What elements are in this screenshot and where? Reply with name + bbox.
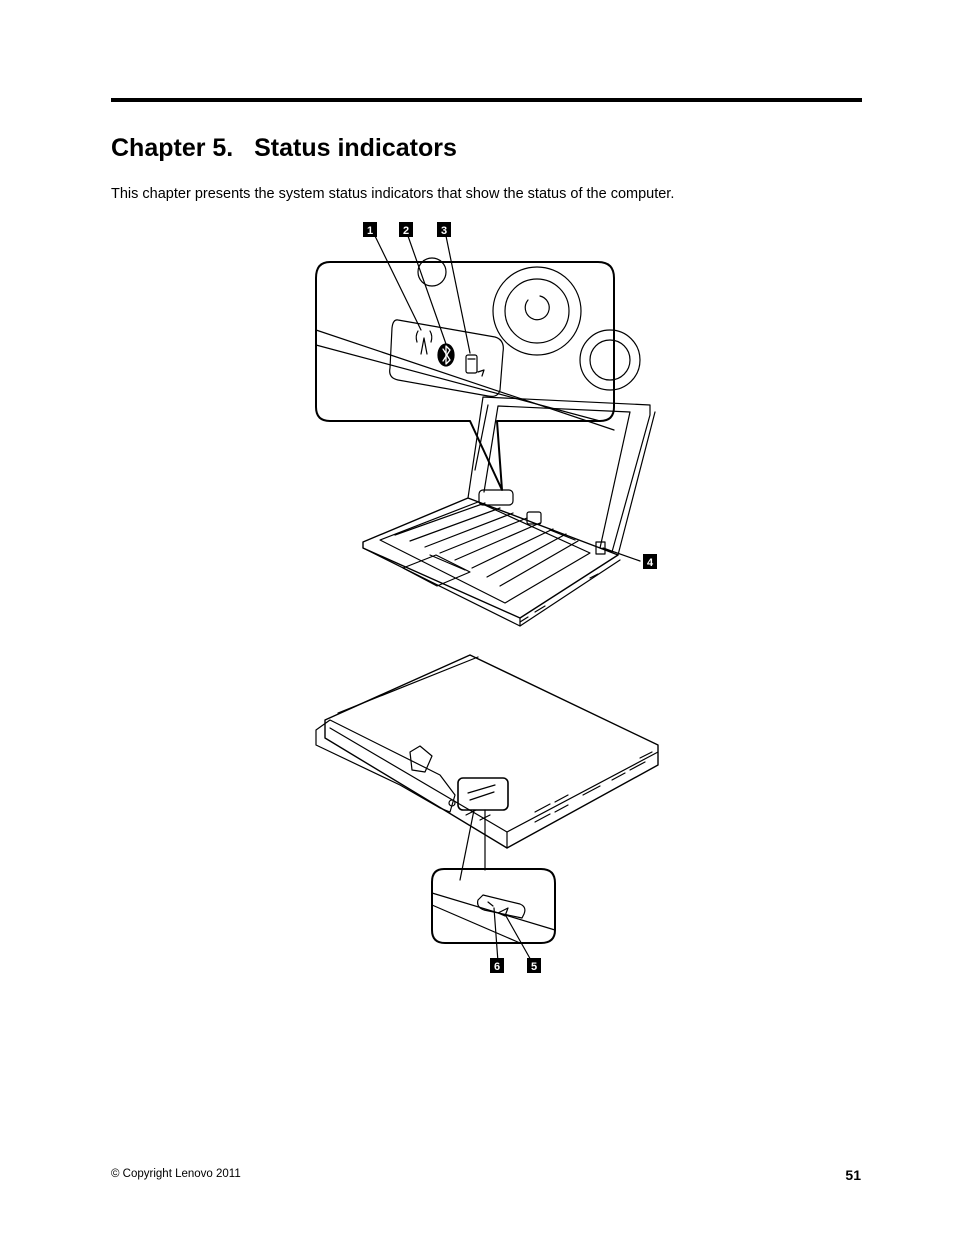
callout-4-label: 4: [647, 557, 654, 569]
top-zoom-panel: [315, 235, 641, 491]
laptop-closed-drawing: [315, 654, 659, 881]
callout-4: 4: [643, 554, 657, 569]
bottom-zoom-panel: [431, 868, 556, 963]
copyright-notice: © Copyright Lenovo 2011: [111, 1168, 241, 1180]
laptop-open-drawing: [362, 396, 656, 627]
status-indicators-figure: 1 2 3 4 6 5: [300, 215, 680, 985]
header-rule: [111, 98, 862, 102]
callout-3-label: 3: [441, 225, 447, 237]
intro-paragraph: This chapter presents the system status …: [111, 186, 675, 202]
callout-1: 1: [363, 222, 377, 237]
wireless-status-icon: [415, 330, 433, 355]
drive-access-icon: [465, 354, 485, 377]
page-number: 51: [845, 1167, 861, 1183]
callout-5: 5: [527, 958, 541, 973]
chapter-title: Chapter 5. Status indicators: [111, 134, 457, 162]
bluetooth-status-icon: [437, 343, 455, 367]
callout-5-label: 5: [531, 961, 537, 973]
callout-1-label: 1: [367, 225, 373, 237]
callout-3: 3: [437, 222, 451, 237]
callout-2: 2: [399, 222, 413, 237]
callout-6: 6: [490, 958, 504, 973]
callout-6-label: 6: [494, 961, 500, 973]
callout-2-label: 2: [403, 225, 409, 237]
stylus-status-icon: [487, 901, 494, 907]
